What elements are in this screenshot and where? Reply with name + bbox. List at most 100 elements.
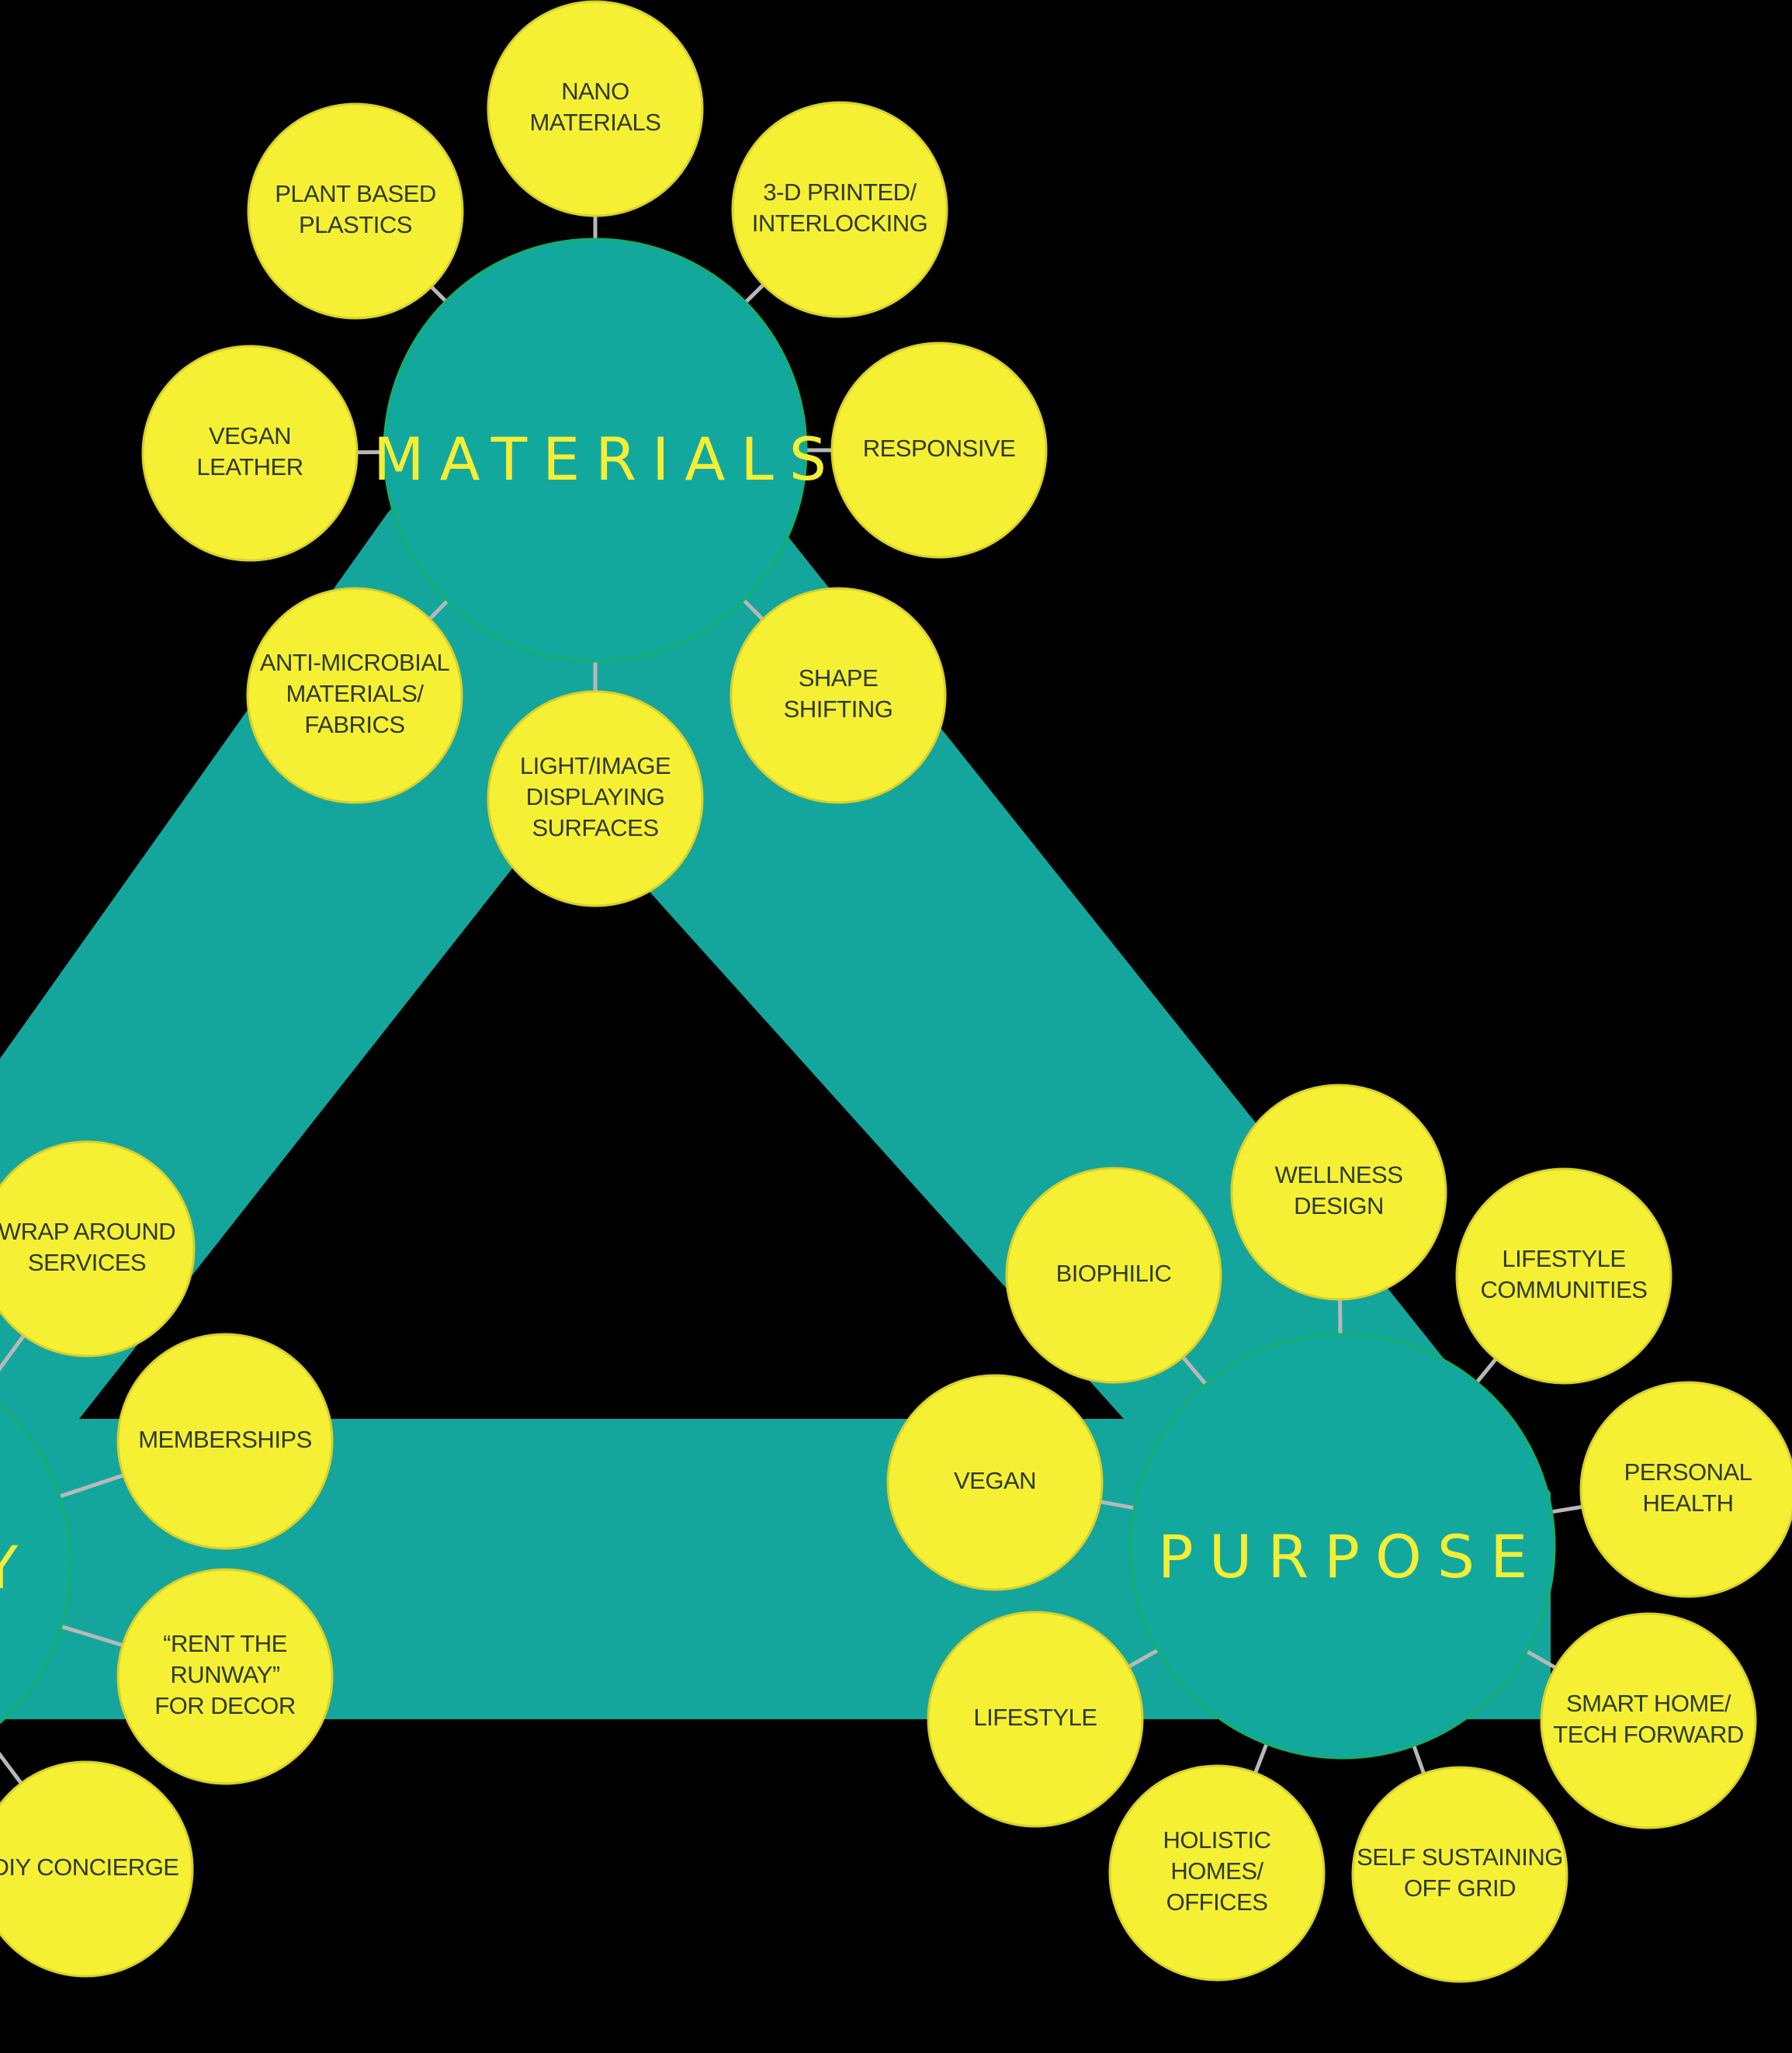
node-label-line: DESIGN <box>1294 1192 1384 1219</box>
node-label-line: SHAPE <box>799 664 879 692</box>
node-label-line: TECH FORWARD <box>1553 1721 1743 1748</box>
node-label-line: LEATHER <box>196 453 303 480</box>
node-smart-home: SMART HOME/TECH FORWARD <box>1540 1612 1757 1829</box>
connector-vegan <box>1100 1500 1135 1510</box>
hub-purpose: PURPOSE <box>1129 1333 1556 1760</box>
node-circle <box>247 102 464 320</box>
node-diy-concierge: DIY CONCIERGE <box>0 1760 194 1978</box>
node-label-line: NANO <box>561 78 629 105</box>
node-circle <box>487 690 704 907</box>
node-circle <box>1455 1167 1672 1385</box>
hub-label: MATERIALS <box>373 425 842 494</box>
hub-nodes: MATERIALS PURPOSE Y <box>0 238 1556 1760</box>
node-circle <box>116 1333 334 1550</box>
node-label-line: VEGAN <box>954 1467 1036 1494</box>
connector-holistic-homes <box>1253 1743 1269 1774</box>
node-label-line: LIFESTYLE <box>1502 1245 1625 1272</box>
node-label-line: HOLISTIC <box>1163 1826 1271 1854</box>
node-label-line: INTERLOCKING <box>752 210 928 237</box>
connector-biophilic <box>1181 1355 1208 1386</box>
node-lifestyle-communities: LIFESTYLE COMMUNITIES <box>1455 1167 1672 1385</box>
connector-self-sustaining <box>1412 1745 1426 1774</box>
connector-anti-microbial <box>428 599 449 621</box>
node-label-line: MATERIALS/ <box>286 680 424 707</box>
node-circle <box>1579 1381 1792 1598</box>
node-circle <box>1230 1084 1447 1301</box>
node-holistic-homes: HOLISTIC HOMES/OFFICES <box>1108 1764 1326 1982</box>
node-label-line: RESPONSIVE <box>863 435 1016 462</box>
node-self-sustaining: SELF SUSTAINING OFF GRID <box>1351 1766 1568 1983</box>
node-label-line: SERVICES <box>28 1249 146 1276</box>
node-label-line: PLANT BASED <box>275 180 436 207</box>
node-label-line: FOR DECOR <box>154 1692 296 1719</box>
node-label-line: WELLNESS <box>1275 1161 1403 1188</box>
node-biophilic: BIOPHILIC <box>1005 1167 1222 1384</box>
node-light-image: LIGHT/IMAGE DISPLAYING SURFACES <box>487 690 704 907</box>
hub-circle <box>0 1403 72 1725</box>
node-label-line: HEALTH <box>1642 1489 1733 1517</box>
node-lifestyle: LIFESTYLE <box>927 1611 1144 1828</box>
connector-memberships <box>59 1473 124 1499</box>
node-label-line: SHIFTING <box>784 695 893 723</box>
node-circle <box>1108 1764 1326 1982</box>
node-circle <box>1540 1612 1757 1829</box>
node-label-line: 3-D PRINTED/ <box>763 179 917 206</box>
node-label-line: ANTI-MICROBIAL <box>260 649 450 676</box>
node-label-line: BIOPHILIC <box>1056 1260 1172 1287</box>
hub-materials: MATERIALS <box>373 238 842 663</box>
node-circle <box>730 587 947 804</box>
hub-circle <box>1129 1333 1556 1760</box>
node-rent-the-runway: “RENT THE RUNWAY” FOR DECOR <box>116 1568 334 1785</box>
node-3d-printed: 3-D PRINTED/INTERLOCKING <box>731 101 948 318</box>
node-personal-health: PERSONAL HEALTH <box>1579 1381 1792 1598</box>
node-label-line: MEMBERSHIPS <box>138 1426 312 1453</box>
node-label-line: “RENT THE <box>163 1630 287 1657</box>
connector-diy-concierge <box>0 1751 23 1784</box>
node-label-line: VEGAN <box>209 422 291 449</box>
node-label-line: HOMES/ <box>1170 1857 1263 1885</box>
node-label-line: MATERIALS <box>530 109 661 136</box>
node-circle <box>886 1374 1104 1591</box>
hub-left: Y <box>0 1403 72 1725</box>
node-label-line: FABRICS <box>304 711 404 738</box>
node-vegan: VEGAN <box>886 1374 1104 1591</box>
node-label-line: PERSONAL <box>1624 1458 1752 1486</box>
connector-personal-health <box>1551 1504 1583 1514</box>
node-circle <box>141 345 359 562</box>
node-circle <box>927 1611 1144 1828</box>
hub-label: PURPOSE <box>1158 1522 1543 1591</box>
connector-smart-home <box>1525 1649 1557 1670</box>
node-circle <box>0 1760 194 1978</box>
node-responsive: RESPONSIVE <box>830 342 1048 559</box>
node-circle <box>830 342 1048 559</box>
node-circle <box>487 0 704 217</box>
node-label-line: OFFICES <box>1166 1888 1268 1916</box>
node-vegan-leather: VEGAN LEATHER <box>141 345 359 562</box>
node-label-line: DISPLAYING <box>526 783 665 810</box>
node-label-line: SMART HOME/ <box>1566 1690 1731 1717</box>
hub-label: Y <box>0 1533 33 1602</box>
connector-3d-printed <box>744 283 765 303</box>
node-label-line: COMMUNITIES <box>1481 1276 1648 1303</box>
connector-rent-the-runway <box>61 1625 123 1648</box>
connector-plant-based-plastics <box>429 285 448 303</box>
node-label-line: SURFACES <box>532 814 658 841</box>
node-wellness-design: WELLNESS DESIGN <box>1230 1084 1447 1301</box>
node-circle <box>1005 1167 1222 1384</box>
node-label-line: OFF GRID <box>1404 1874 1516 1902</box>
node-label-line: SELF SUSTAINING <box>1357 1843 1563 1871</box>
connector-lines <box>0 216 1583 1784</box>
node-memberships: MEMBERSHIPS <box>116 1333 334 1550</box>
node-circle <box>116 1568 334 1785</box>
connector-shape-shifting <box>742 598 764 621</box>
node-anti-microbial: ANTI-MICROBIAL MATERIALS/FABRICS <box>246 587 463 804</box>
node-nano-materials: NANO MATERIALS <box>487 0 704 217</box>
node-label-line: LIGHT/IMAGE <box>520 752 671 779</box>
node-label-line: RUNWAY” <box>170 1661 279 1688</box>
node-circle <box>0 1140 196 1358</box>
node-shape-shifting: SHAPE SHIFTING <box>730 587 947 804</box>
